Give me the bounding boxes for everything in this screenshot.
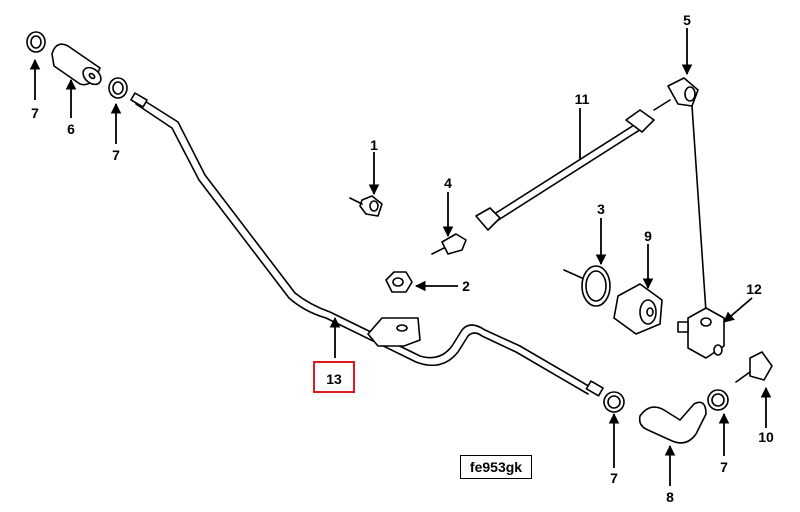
- line-part-11[interactable]: [475, 99, 671, 231]
- callout-10: 10: [758, 429, 774, 445]
- callout-4: 4: [444, 175, 452, 191]
- hose-part-6[interactable]: [51, 43, 104, 88]
- tube-part-13[interactable]: [130, 92, 604, 397]
- callout-6: 6: [67, 121, 75, 137]
- adapter-part-9[interactable]: [613, 283, 663, 335]
- clamp-part-7-b[interactable]: [108, 77, 128, 99]
- callout-8: 8: [666, 489, 674, 505]
- nut-part-2[interactable]: [385, 271, 413, 293]
- leader-lines: [29, 28, 772, 486]
- callout-7-c: 7: [610, 470, 618, 486]
- elbow-hose-part-8[interactable]: [638, 401, 707, 444]
- line-5-to-12: [691, 105, 707, 313]
- callout-5: 5: [683, 12, 691, 28]
- tee-block-part-12[interactable]: [677, 307, 725, 359]
- callout-11: 11: [575, 91, 590, 107]
- callout-2: 2: [462, 278, 470, 294]
- callout-3: 3: [597, 201, 605, 217]
- fitting-part-4[interactable]: [431, 233, 467, 255]
- clamp-part-7-a[interactable]: [26, 31, 46, 53]
- clamp-part-7-c[interactable]: [603, 391, 625, 413]
- clamp-part-7-d[interactable]: [707, 389, 729, 411]
- callout-7-d: 7: [720, 459, 728, 475]
- callout-7-b: 7: [112, 147, 120, 163]
- o-ring-part-3[interactable]: [563, 265, 611, 307]
- elbow-fitting-part-5[interactable]: [667, 77, 699, 107]
- callout-13: 13: [326, 371, 342, 387]
- plug-part-1[interactable]: [349, 195, 383, 217]
- callout-labels: 7 6 7 1 2 3 4 5 11 9 12 10 13 7 8 7: [31, 12, 774, 505]
- callout-12: 12: [746, 281, 762, 297]
- callout-1: 1: [370, 137, 378, 153]
- callout-7-a: 7: [31, 105, 39, 121]
- callout-9: 9: [644, 228, 652, 244]
- tube-bracket: [367, 317, 421, 347]
- elbow-fitting-part-10[interactable]: [735, 351, 773, 383]
- figure-reference-label: fe953gk: [460, 455, 532, 479]
- selected-part-highlight: [313, 361, 355, 393]
